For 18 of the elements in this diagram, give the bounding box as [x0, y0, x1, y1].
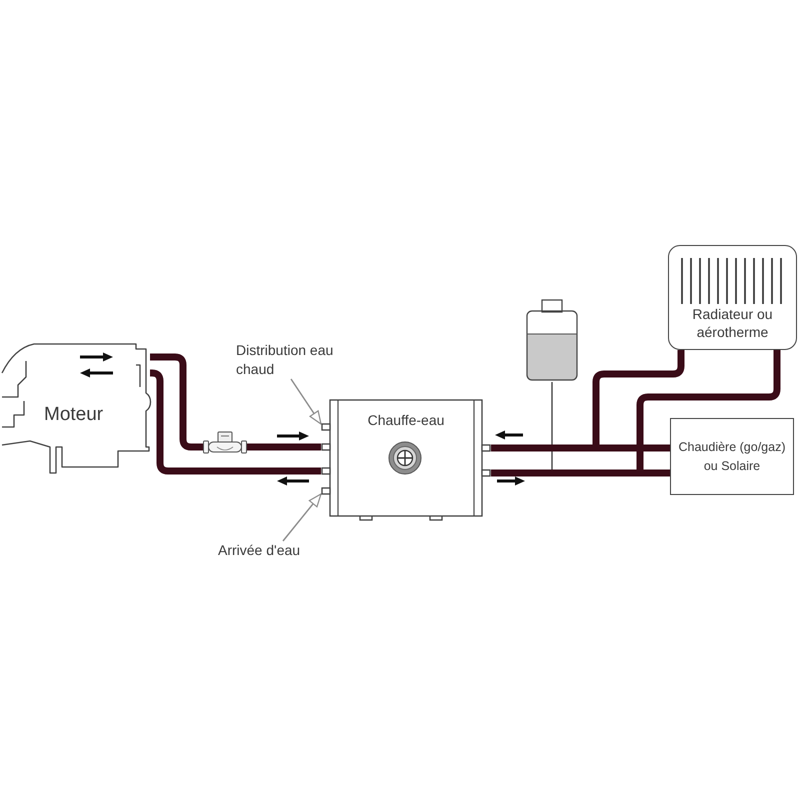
pipe — [148, 370, 321, 474]
pipe — [592, 350, 684, 444]
pipe — [491, 444, 670, 452]
engine-label: Moteur — [44, 403, 104, 427]
leader-arrow — [282, 493, 322, 542]
pipe — [636, 350, 780, 470]
annotation-text: Arrivée d'eau — [218, 541, 300, 560]
annotation-text: Distribution eau chaud — [236, 341, 354, 379]
radiator-label: Radiateur ou aérotherme — [691, 306, 774, 341]
radiator — [668, 245, 797, 350]
heater-label: Chauffe-eau — [368, 412, 444, 430]
pipe — [491, 470, 670, 476]
connecting-line — [551, 382, 553, 470]
boiler-box: Chaudière (go/gaz) ou Solaire — [670, 418, 794, 495]
water-meter — [203, 431, 247, 455]
leader-arrow — [290, 378, 322, 425]
water-heater — [321, 398, 491, 523]
expansion-tank — [525, 298, 579, 382]
